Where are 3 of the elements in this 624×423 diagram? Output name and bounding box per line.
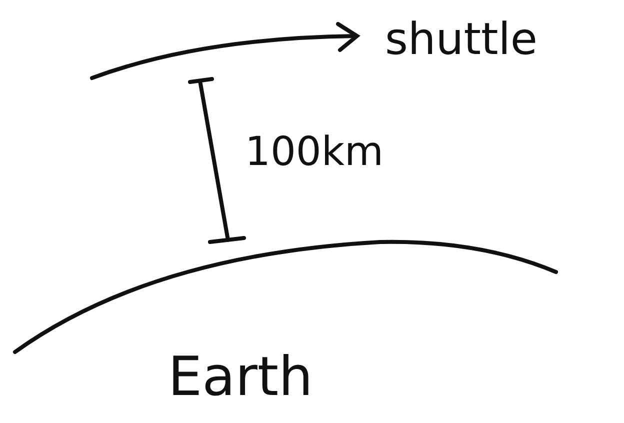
text-label: shuttle <box>385 18 538 62</box>
text-label: Earth <box>168 350 313 404</box>
dimension-label: 100km <box>245 132 384 172</box>
